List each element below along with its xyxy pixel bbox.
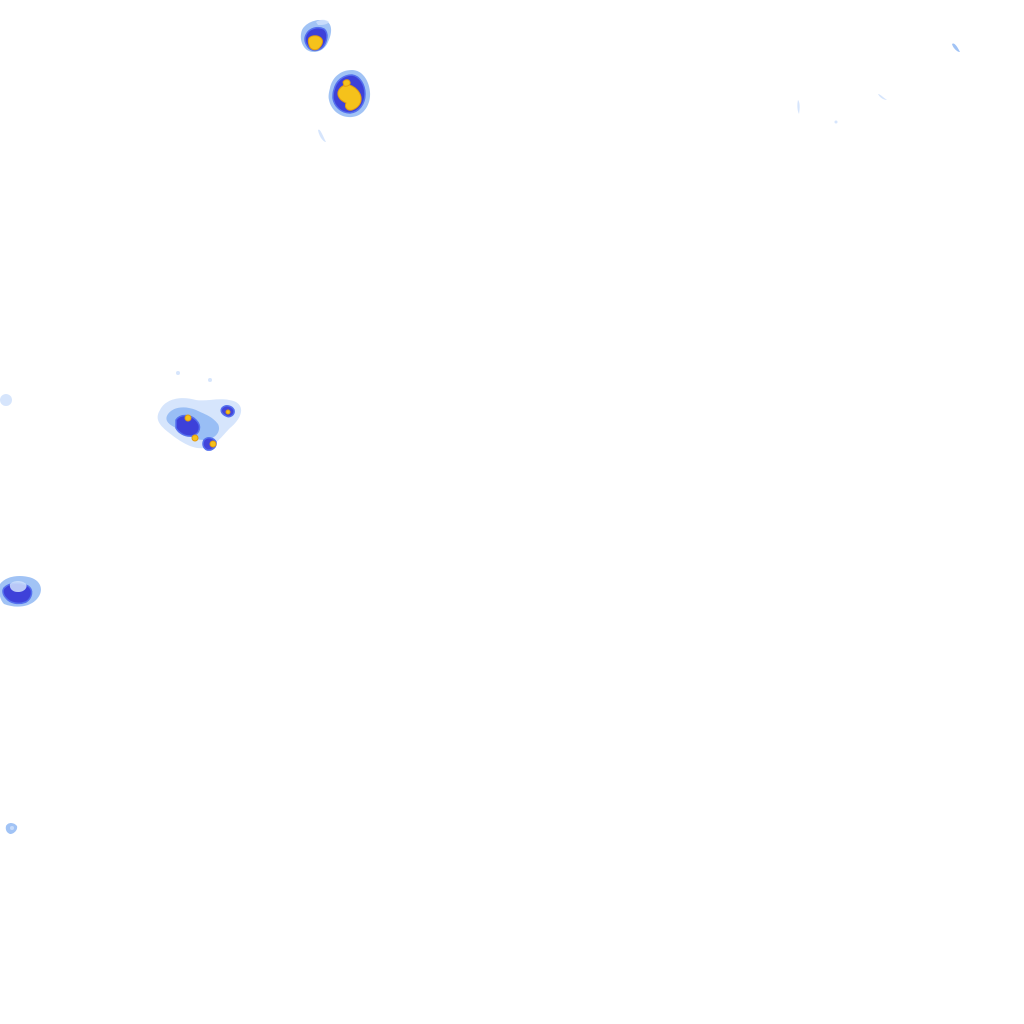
echo-light bbox=[10, 826, 14, 830]
echo-light bbox=[318, 129, 326, 142]
cell-west-cluster bbox=[0, 371, 242, 451]
echo-light bbox=[316, 19, 329, 25]
echo-light bbox=[878, 94, 887, 100]
cell-northeast-specks bbox=[797, 43, 960, 124]
echo-light bbox=[176, 371, 180, 375]
echo-extreme bbox=[225, 409, 231, 415]
echo-light bbox=[834, 120, 838, 124]
echo-extreme bbox=[342, 79, 351, 87]
cell-north-large bbox=[318, 70, 371, 142]
echo-extreme bbox=[209, 440, 217, 448]
echo-extreme bbox=[184, 414, 192, 422]
echo-extreme bbox=[307, 35, 323, 51]
echo-extreme bbox=[337, 84, 362, 111]
cell-west-edge bbox=[0, 576, 41, 607]
cell-southwest-spot bbox=[5, 823, 18, 834]
echo-extreme bbox=[191, 434, 199, 442]
echo-light bbox=[952, 43, 960, 52]
echo-light bbox=[208, 378, 212, 382]
echo-light bbox=[797, 100, 800, 114]
echo-core bbox=[9, 581, 27, 592]
echo-light bbox=[0, 394, 12, 406]
cell-north-small bbox=[300, 19, 332, 52]
